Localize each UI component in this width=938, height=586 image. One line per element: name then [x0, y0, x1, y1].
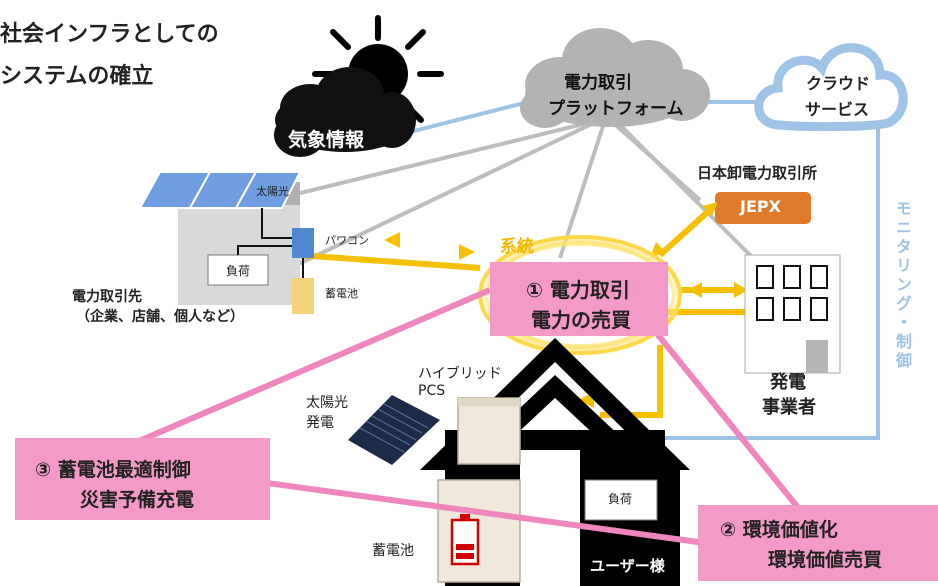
client-pcs-label: パワコン — [325, 234, 369, 247]
jepx-label: JEPX — [740, 197, 781, 216]
weather-label: 気象情報 — [288, 129, 365, 151]
platform-line2: プラットフォーム — [548, 99, 684, 119]
center-number: ① — [526, 278, 543, 302]
client-caption1: 電力取引先 — [72, 289, 142, 305]
client-battery-label: 蓄電池 — [325, 287, 358, 300]
title-line2: システムの確立 — [0, 64, 154, 89]
user-battery-label: 蓄電池 — [372, 543, 414, 559]
generator-building — [744, 254, 841, 374]
grid-label: 系統 — [500, 237, 534, 257]
grid-lines — [297, 205, 745, 418]
callout2-line1: ② 環境価値化 — [720, 519, 838, 541]
user-load-label: 負荷 — [608, 492, 633, 506]
jepx-caption: 日本卸電力取引所 — [697, 164, 818, 182]
platform-line1: 電力取引 — [564, 73, 632, 93]
callout2-box — [698, 505, 938, 581]
hybrid-line1: ハイブリッド — [418, 366, 502, 382]
client-solar-label: 太陽光 — [256, 185, 289, 198]
user-solar-line2: 発電 — [306, 415, 334, 431]
solar-panel — [348, 395, 440, 465]
cloud-line1: クラウド — [806, 74, 871, 93]
weather-cloud — [274, 67, 416, 157]
generator-line2: 事業者 — [762, 397, 816, 418]
client-caption2: （企業、店舗、個人など） — [76, 309, 244, 325]
generator-line1: 発電 — [770, 372, 806, 393]
hybrid-pcs-unit — [457, 397, 521, 465]
monitoring-label: モニタリング・制御 — [893, 200, 912, 371]
title-line1: 社会インフラとしての — [0, 22, 219, 47]
client-load-label: 負荷 — [226, 264, 251, 278]
center-line2: 電力の売買 — [531, 308, 631, 332]
cloud-service — [754, 43, 908, 132]
hybrid-line2: PCS — [418, 383, 446, 399]
callout3-box — [15, 438, 270, 520]
callout3-line1: ③ 蓄電池最適制御 — [35, 459, 191, 481]
center-box — [490, 262, 668, 336]
center-title: 電力取引 — [549, 278, 630, 302]
jepx-box — [715, 192, 811, 224]
callout3-line2: 災害予備充電 — [80, 489, 195, 511]
platform-cloud — [520, 28, 710, 128]
callout2-line2: 環境価値売買 — [768, 549, 883, 571]
user-name-label: ユーザー様 — [590, 557, 665, 575]
center-line1: ① 電力取引 — [526, 274, 630, 303]
client-building — [138, 171, 314, 314]
pink-connectors — [128, 287, 803, 548]
cloud-line2: サービス — [805, 100, 870, 119]
user-battery — [437, 479, 521, 583]
user-solar-line1: 太陽光 — [306, 395, 348, 411]
